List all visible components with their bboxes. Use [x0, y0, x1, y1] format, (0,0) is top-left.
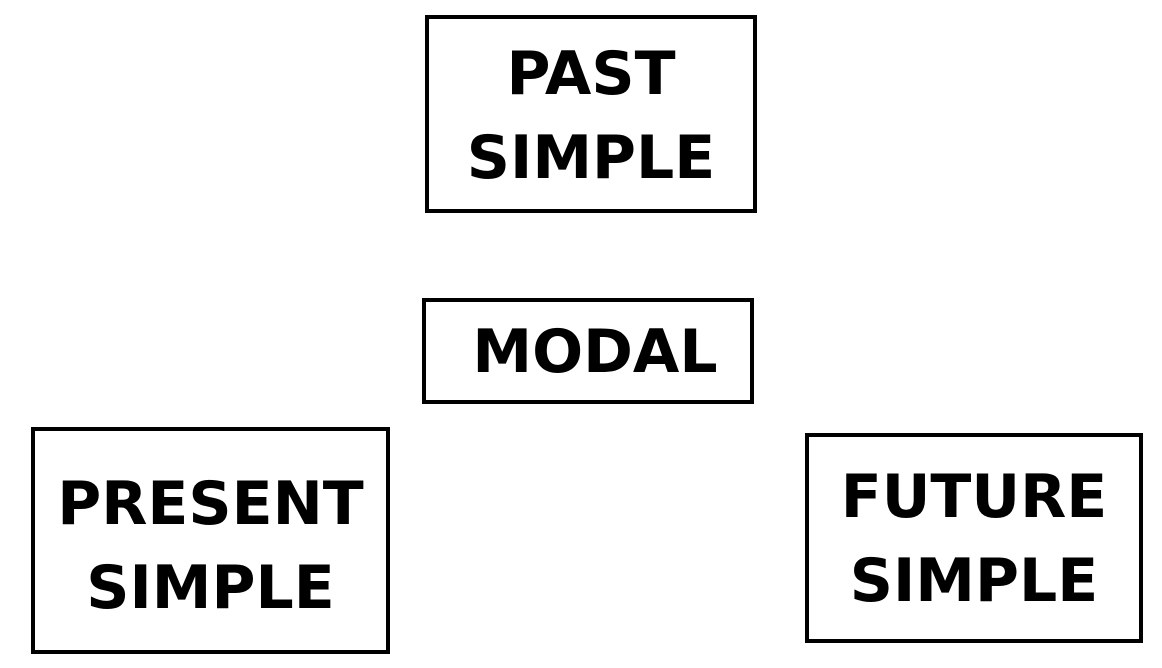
- modal-label: MODAL: [472, 317, 718, 387]
- past-simple-label: PAST SIMPLE: [466, 39, 716, 193]
- past-simple-box: PAST SIMPLE: [425, 15, 757, 213]
- present-simple-label: PRESENT SIMPLE: [57, 468, 364, 623]
- future-simple-label: FUTURE SIMPLE: [840, 462, 1108, 616]
- present-simple-box: PRESENT SIMPLE: [31, 427, 390, 654]
- modal-box: MODAL: [422, 298, 754, 404]
- future-simple-box: FUTURE SIMPLE: [805, 433, 1143, 643]
